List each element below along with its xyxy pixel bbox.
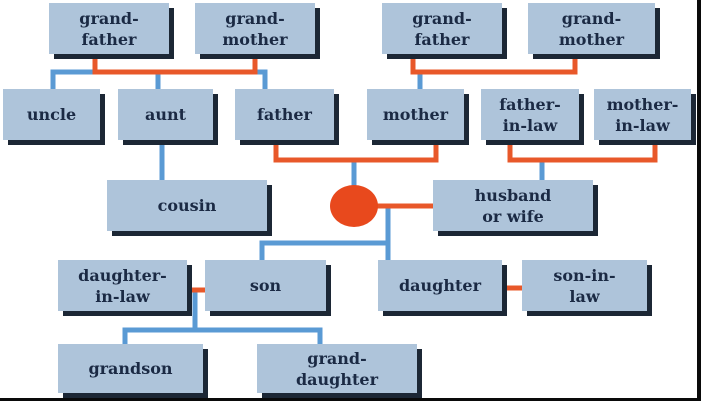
paternal-grandfather-box: grand- father — [49, 3, 169, 54]
cousin-box: cousin — [107, 180, 267, 231]
granddaughter-box: grand- daughter — [257, 344, 417, 393]
line-marriage-parents — [273, 137, 439, 163]
aunt-box: aunt — [118, 89, 213, 140]
line-grandparents-to-father — [252, 69, 268, 92]
maternal-grandmother-box: grand- mother — [528, 3, 655, 54]
bottom-border — [0, 398, 701, 401]
daughter-in-law-box: daughter- in-law — [58, 260, 187, 311]
mother-in-law-box: mother- in-law — [594, 89, 691, 140]
father-box: father — [235, 89, 334, 140]
uncle-box: uncle — [3, 89, 100, 140]
son-in-law-box: son-in- law — [522, 260, 647, 311]
self-marker — [330, 185, 378, 227]
maternal-grandfather-box: grand- father — [382, 3, 502, 54]
line-marriage-paternal-grandparents — [92, 51, 258, 75]
daughter-box: daughter — [378, 260, 502, 311]
husband-or-wife-box: husband or wife — [433, 180, 593, 231]
father-in-law-box: father- in-law — [481, 89, 579, 140]
right-border — [697, 0, 701, 401]
grandson-box: grandson — [58, 344, 203, 393]
line-son-to-grandchildren — [122, 287, 198, 347]
line-self-to-children — [259, 204, 391, 263]
line-grandparents-to-uncle — [50, 69, 98, 92]
line-to-granddaughter — [192, 327, 323, 347]
line-marriage-maternal-grandparents — [410, 51, 578, 75]
son-box: son — [205, 260, 326, 311]
paternal-grandmother-box: grand- mother — [195, 3, 315, 54]
mother-box: mother — [367, 89, 464, 140]
line-marriage-inlaws — [507, 137, 658, 163]
